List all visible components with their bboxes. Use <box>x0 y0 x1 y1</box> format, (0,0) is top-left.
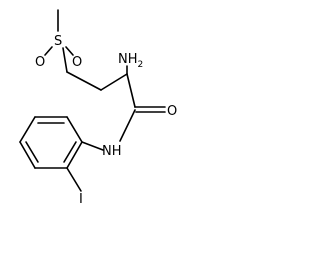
amide-oxygen-label: O <box>167 104 177 119</box>
bond-alpha-carbonyl <box>126 73 136 108</box>
bond-sulfur-oxygen-right <box>65 46 74 56</box>
bonds <box>44 9 166 151</box>
bond-sulfur-oxygen-left <box>44 46 53 56</box>
molecule-structure: S O O NH2 O NH I <box>19 9 177 207</box>
bond-sulfur-ch2 <box>62 47 68 73</box>
iodine-label: I <box>79 192 83 207</box>
bond-ch2-alpha <box>100 73 128 91</box>
ring-bond-3 <box>19 116 36 143</box>
amide-nitrogen-label: NH <box>102 144 122 159</box>
bond-nitrogen-ring <box>81 141 104 151</box>
bond-ch2-ch2 <box>66 71 102 91</box>
ring-double-3 <box>63 141 77 163</box>
amine-subscript: 2 <box>138 60 144 70</box>
amine-label: NH2 <box>118 52 143 70</box>
ring-bond-4 <box>19 141 36 169</box>
ring-bond-1 <box>66 116 83 143</box>
benzene-ring <box>19 116 83 192</box>
bond-ring-iodine <box>66 167 82 192</box>
atom-labels: S O O NH2 O NH I <box>35 34 177 207</box>
amine-main-text: NH <box>118 52 138 67</box>
bond-carbonyl-nitrogen <box>119 109 136 142</box>
ring-double-2 <box>25 141 39 163</box>
sulfonyl-oxygen-left-label: O <box>35 55 45 70</box>
sulfonyl-oxygen-right-label: O <box>72 55 82 70</box>
sulfur-label: S <box>54 34 62 49</box>
ring-bond-6 <box>66 141 83 169</box>
